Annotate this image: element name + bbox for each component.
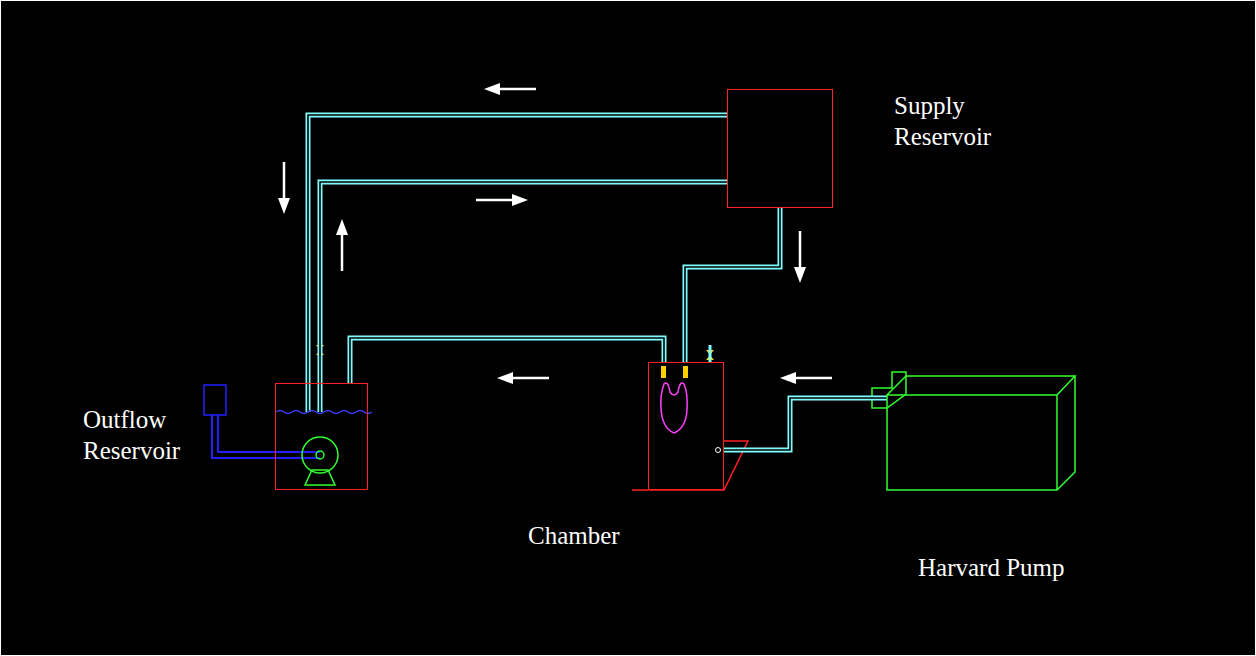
circulating-pump (302, 437, 338, 485)
vent-tube (709, 345, 712, 362)
pump-outline (887, 376, 1075, 490)
flow-arrow (484, 83, 536, 95)
flow-arrow (497, 372, 549, 384)
pipe-connector (685, 208, 806, 362)
inlet-port (716, 448, 721, 453)
flow-arrow (476, 194, 528, 206)
flow-arrow (780, 372, 832, 384)
pipe-connector (350, 338, 664, 384)
node-label: Chamber (528, 520, 688, 551)
chamber: Chamber (648, 362, 724, 490)
node-label: Harvard Pump (918, 552, 1138, 583)
outflow-reservoir: Outflow Reservoir (275, 383, 368, 490)
pipe-extension (308, 383, 320, 412)
node-label: Supply Reservoir (894, 90, 1029, 152)
pipe-connector (724, 372, 887, 450)
pipe-connector (320, 182, 727, 383)
control-line (212, 415, 320, 458)
pipe-connector (278, 83, 727, 383)
supply-reservoir: Supply Reservoir (727, 89, 833, 208)
flow-arrow (336, 219, 348, 271)
control-box (204, 385, 226, 415)
harvard-pump: Harvard Pump (887, 376, 1075, 490)
pump-body (887, 376, 1075, 490)
node-label: Outflow Reservoir (83, 404, 223, 466)
flow-arrow (794, 231, 806, 283)
water-line (276, 411, 372, 414)
pump-nozzle (872, 372, 906, 408)
organ (661, 383, 687, 433)
flow-arrow (278, 162, 290, 214)
